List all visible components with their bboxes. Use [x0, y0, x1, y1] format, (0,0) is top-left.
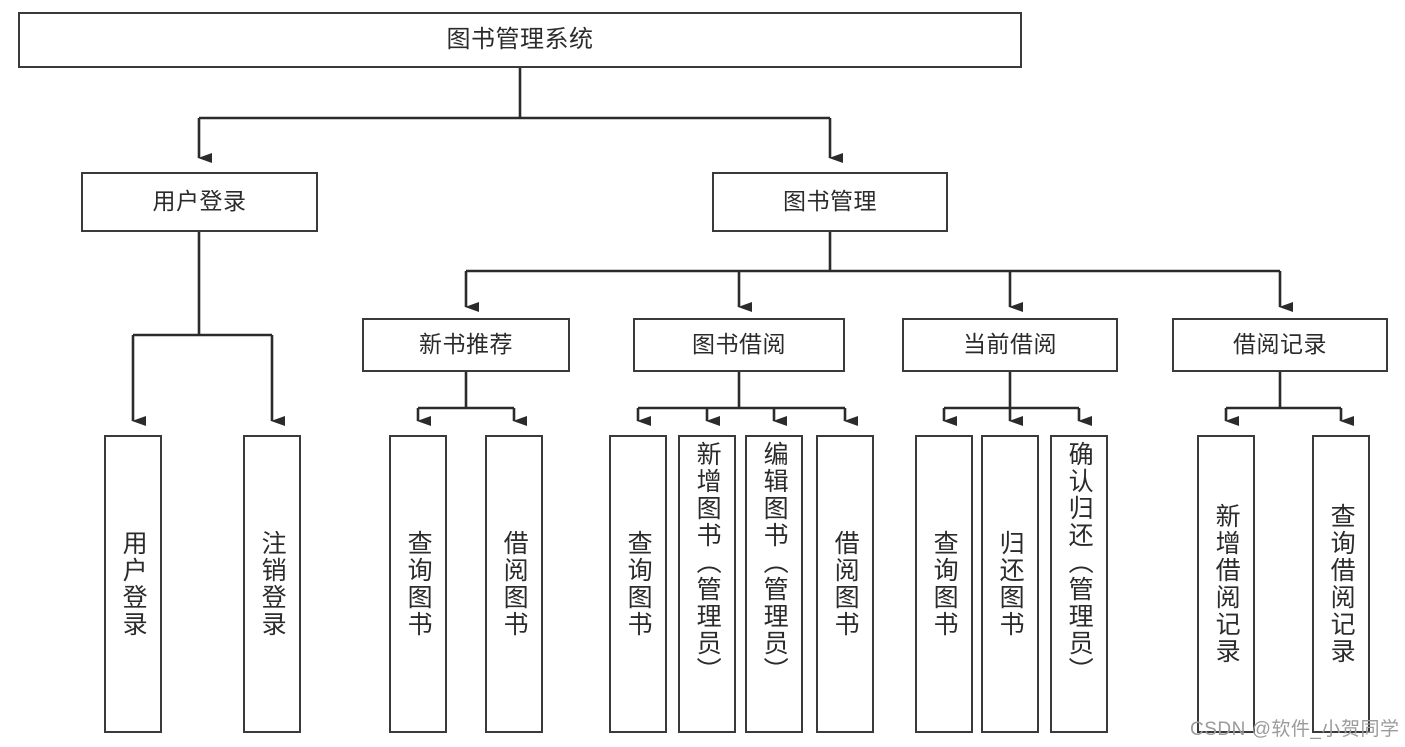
watermark: CSDN @软件_小贺同学 — [1190, 719, 1400, 740]
node-label: 图书借阅 — [692, 331, 786, 358]
edge-current-to-leaves — [942, 372, 1092, 426]
node-label: 确认归还（管理员） — [1065, 441, 1094, 684]
edge-login-to-leaves — [131, 232, 285, 426]
node-leaf-return-book[interactable]: 归还图书 — [981, 435, 1039, 733]
edge-root-to-level1 — [197, 68, 843, 163]
node-leaf-borrow-book[interactable]: 借阅图书 — [816, 435, 874, 733]
node-current-borrow[interactable]: 当前借阅 — [902, 318, 1118, 372]
node-label: 编辑图书（管理员） — [760, 441, 789, 684]
node-leaf-query-borrow-record[interactable]: 查询借阅记录 — [1312, 435, 1370, 733]
node-label: 当前借阅 — [963, 331, 1057, 358]
node-root-library-system[interactable]: 图书管理系统 — [18, 12, 1022, 68]
node-leaf-borrow-book-recommend[interactable]: 借阅图书 — [485, 435, 543, 733]
node-leaf-query-book-current[interactable]: 查询图书 — [915, 435, 973, 733]
node-label: 用户登录 — [152, 188, 247, 215]
node-label: 归还图书 — [996, 530, 1025, 638]
edge-borrow-to-leaves — [636, 372, 858, 426]
node-leaf-edit-book-admin[interactable]: 编辑图书（管理员） — [745, 435, 803, 733]
edge-newbook-to-leaves — [416, 372, 527, 426]
node-borrow-records[interactable]: 借阅记录 — [1172, 318, 1388, 372]
node-label: 借阅图书 — [831, 530, 860, 638]
node-label: 查询图书 — [930, 530, 959, 638]
node-label: 借阅图书 — [500, 530, 529, 638]
node-label: 新增借阅记录 — [1212, 503, 1241, 665]
node-leaf-add-book-admin[interactable]: 新增图书（管理员） — [678, 435, 736, 733]
node-label: 新增图书（管理员） — [693, 441, 722, 684]
node-label: 用户登录 — [119, 530, 148, 638]
edge-bookmgmt-to-modules — [464, 232, 1293, 312]
node-label: 图书管理系统 — [446, 25, 594, 53]
edge-records-to-leaves — [1224, 372, 1354, 426]
node-label: 图书管理 — [783, 188, 877, 215]
node-label: 查询图书 — [624, 530, 653, 638]
node-user-login[interactable]: 用户登录 — [81, 172, 318, 232]
node-new-book-recommend[interactable]: 新书推荐 — [362, 318, 570, 372]
node-leaf-user-login[interactable]: 用户登录 — [104, 435, 162, 733]
node-leaf-query-book-recommend[interactable]: 查询图书 — [389, 435, 447, 733]
node-leaf-add-borrow-record[interactable]: 新增借阅记录 — [1197, 435, 1255, 733]
node-book-management[interactable]: 图书管理 — [712, 172, 948, 232]
node-label: 借阅记录 — [1233, 331, 1327, 358]
node-leaf-query-book-borrow[interactable]: 查询图书 — [609, 435, 667, 733]
node-book-borrow[interactable]: 图书借阅 — [633, 318, 845, 372]
node-label: 注销登录 — [258, 530, 287, 638]
node-label: 查询图书 — [404, 530, 433, 638]
node-label: 查询借阅记录 — [1327, 503, 1356, 665]
node-leaf-confirm-return-admin[interactable]: 确认归还（管理员） — [1050, 435, 1108, 733]
node-label: 新书推荐 — [419, 331, 513, 358]
node-leaf-logout[interactable]: 注销登录 — [243, 435, 301, 733]
